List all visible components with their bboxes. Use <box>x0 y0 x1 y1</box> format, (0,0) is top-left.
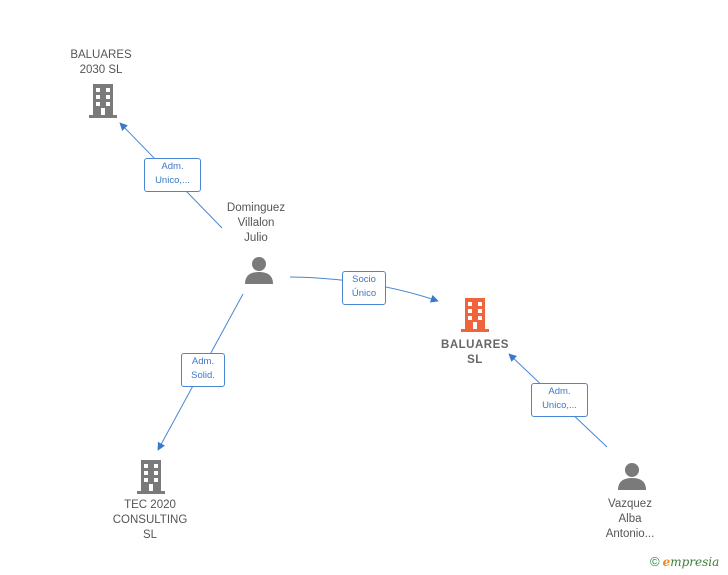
node-label-dominguez[interactable]: Dominguez Villalon Julio <box>210 201 302 246</box>
edge-label-line: Solid. <box>191 370 215 381</box>
node-label-line: Vazquez <box>608 498 652 510</box>
edge-label-socio-unico[interactable]: Socio Único <box>342 271 386 305</box>
node-label-line: Dominguez <box>226 202 286 214</box>
node-label-line: SL <box>467 354 483 366</box>
edge-label-adm-unico[interactable]: Adm. Unico,... <box>531 383 588 417</box>
edge-label-line: Socio <box>352 274 376 285</box>
edge-label-line: Adm. <box>161 161 184 172</box>
person-icon[interactable] <box>617 461 647 491</box>
edge-label-adm-unico[interactable]: Adm. Unico,... <box>144 158 201 192</box>
copyright-symbol: © <box>650 554 660 569</box>
node-label-line: CONSULTING <box>112 514 188 526</box>
building-icon-highlighted[interactable] <box>459 298 491 332</box>
node-label-baluares-2030[interactable]: BALUARES 2030 SL <box>60 48 142 78</box>
edge-label-line: Adm. <box>191 356 215 367</box>
brand-name: mpresia <box>670 555 720 569</box>
building-icon[interactable] <box>87 84 119 118</box>
node-label-line: 2030 SL <box>79 64 123 76</box>
edge-label-line: Único <box>351 288 377 299</box>
node-label-line: Villalon <box>237 217 275 229</box>
edge-label-line: Unico,... <box>155 175 190 186</box>
node-label-line: SL <box>142 529 158 541</box>
person-icon[interactable] <box>244 255 274 285</box>
node-label-line: BALUARES <box>441 339 509 351</box>
node-label-line: Julio <box>244 232 268 244</box>
node-label-vazquez[interactable]: Vazquez Alba Antonio... <box>584 497 676 542</box>
brand-initial: e <box>662 555 671 569</box>
edge-label-line: Adm. <box>548 386 571 397</box>
edge-label-line: Unico,... <box>542 400 577 411</box>
empresia-logo: ©empresia <box>650 554 719 569</box>
node-label-line: Alba <box>618 513 642 525</box>
node-label-tec-2020[interactable]: TEC 2020 CONSULTING SL <box>104 498 196 543</box>
node-label-line: TEC 2020 <box>124 499 176 511</box>
building-icon[interactable] <box>135 460 167 494</box>
node-label-baluares-sl[interactable]: BALUARES SL <box>430 338 520 368</box>
edge-label-adm-solid[interactable]: Adm. Solid. <box>181 353 225 387</box>
node-label-line: Antonio... <box>605 528 655 540</box>
node-label-line: BALUARES <box>70 49 132 61</box>
